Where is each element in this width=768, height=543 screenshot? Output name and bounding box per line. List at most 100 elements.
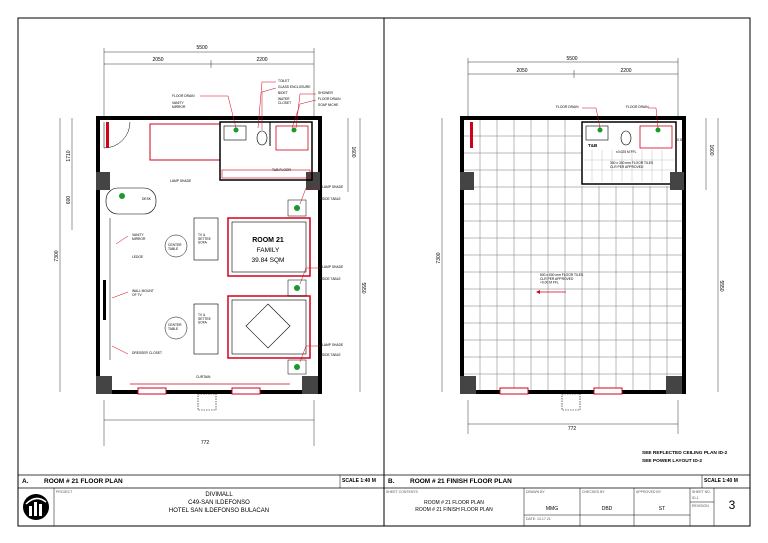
label-glass-enclosure: GLASS ENCLOSURE	[278, 85, 311, 89]
ac-unit	[197, 393, 217, 411]
project-line-2: C49-SAN ILDEFONSO	[188, 500, 250, 506]
dim-right-1: 1600	[350, 146, 356, 157]
outer-wall	[96, 116, 322, 394]
sheet-no-value: ID-1	[692, 496, 699, 500]
toilet-fixture	[256, 130, 268, 146]
project-label: PROJECT	[56, 490, 73, 494]
project-line-3: HOTEL SAN ILDEFONSO BULACAN	[168, 508, 270, 514]
label-curtain: CURTAIN	[196, 375, 211, 379]
dim-left-2: 600	[66, 196, 72, 205]
room-type: FAMILY	[257, 247, 280, 254]
label-soap-niche: SOAP NICHE	[318, 103, 339, 107]
date-label: DATE: 10.17.21	[526, 517, 551, 521]
tile-grid	[464, 120, 682, 390]
r-label-tb: T&B	[588, 143, 598, 148]
right-plan-labels: FLOOR DRAIN FLOOR DRAIN -0.025 ±0.025 M …	[540, 105, 686, 285]
right-caption-letter: B.	[388, 478, 395, 485]
sheet-no-label: SHEET NO.	[692, 490, 711, 494]
approved-by-label: APPROVED BY	[636, 490, 662, 494]
right-caption-scale: SCALE 1:40 M	[704, 478, 738, 484]
floor-drain-icon	[597, 127, 603, 133]
column	[460, 172, 474, 190]
r-label-floor-drain-l: FLOOR DRAIN	[556, 105, 579, 109]
desk-surface	[105, 187, 157, 215]
top-closet	[149, 123, 221, 161]
r-label-floor-drain-r: FLOOR DRAIN	[626, 105, 649, 109]
label-floor-drain-l: FLOOR DRAIN	[172, 94, 195, 98]
leader-lines	[111, 81, 320, 363]
dim-left-3: 7300	[54, 250, 60, 261]
r-dim-bottom: 772	[568, 426, 577, 432]
company-logo	[23, 494, 49, 520]
label-side-table-2: SIDE TABLE	[322, 277, 342, 281]
r-bath-tiles	[584, 150, 674, 182]
tub-floor	[221, 169, 311, 179]
label-desk: DESK	[142, 197, 152, 201]
bathroom	[219, 121, 313, 181]
label-tub-floor: TUB FLOOR	[272, 168, 291, 172]
r-leader-lines	[582, 107, 659, 129]
column	[96, 172, 110, 190]
page-number: 3	[728, 498, 736, 512]
sofa-2	[193, 303, 219, 355]
floor-drain-icon	[655, 127, 661, 133]
note-power: SEE POWER LAYOUT ID-2	[642, 458, 702, 464]
label-toilet: TOILET	[278, 79, 289, 83]
left-caption-title: ROOM # 21 FLOOR PLAN	[44, 478, 123, 485]
floor-drain-icon	[233, 127, 239, 133]
label-lamp-shade-4: LAMP SHADE	[322, 343, 344, 347]
left-dimensions	[59, 48, 361, 446]
vanity	[223, 125, 247, 141]
column	[302, 376, 318, 394]
label-ledge: LEDGE	[132, 255, 144, 259]
window	[499, 387, 529, 395]
dim-bottom: 772	[201, 440, 210, 446]
dim-right: 2200	[256, 57, 267, 63]
sheet-contents-label: SHEET CONTENTS	[386, 490, 418, 494]
bed-1-inner	[231, 221, 307, 273]
label-lamp-shade-2: LAMP SHADE	[322, 185, 344, 189]
left-caption-letter: A.	[22, 478, 29, 485]
label-dresser-closet: DRESSER CLOSET	[132, 351, 162, 355]
center-table-1	[164, 234, 188, 258]
lamp-icon	[119, 193, 125, 199]
r-dim-right-2: 5550	[718, 280, 724, 291]
label-bidet: BIDET	[278, 91, 288, 95]
r-vanity	[585, 125, 609, 141]
label-side-table-1: SIDE TABLE	[322, 197, 342, 201]
lamp-icon	[294, 285, 300, 291]
window	[137, 387, 167, 395]
checked-by-label: CHECKED BY	[582, 490, 605, 494]
shower-area	[275, 125, 309, 151]
side-table-2	[287, 279, 307, 297]
drawn-by-value: MMG	[545, 506, 559, 512]
bed-2-inner	[231, 299, 307, 355]
lamp-icon	[294, 205, 300, 211]
label-floor-drain-r: FLOOR DRAIN	[318, 97, 341, 101]
center-table-2	[164, 316, 188, 340]
bed-2-pattern	[245, 303, 291, 349]
side-table-3	[287, 359, 307, 375]
dim-left-1: 1710	[66, 150, 72, 161]
column	[666, 376, 682, 394]
approved-by-value: ST	[658, 506, 666, 512]
drawn-by-label: DRAWN BY	[526, 490, 545, 494]
window	[593, 387, 623, 395]
revision-label: REVISION	[692, 504, 709, 508]
dim-overall: 5500	[196, 45, 207, 51]
left-floor-plan: 5500 2050 2200 772 1710 600 7300 1600 55…	[54, 45, 366, 446]
r-dim-overall: 5500	[566, 56, 577, 62]
r-shower	[639, 125, 673, 149]
contents-line-1: ROOM # 21 FLOOR PLAN	[424, 500, 484, 506]
label-side-table-3: SIDE TABLE	[322, 353, 342, 357]
right-finish-plan: 5500 2050 2200 772 7300 1600 5550	[436, 56, 728, 464]
